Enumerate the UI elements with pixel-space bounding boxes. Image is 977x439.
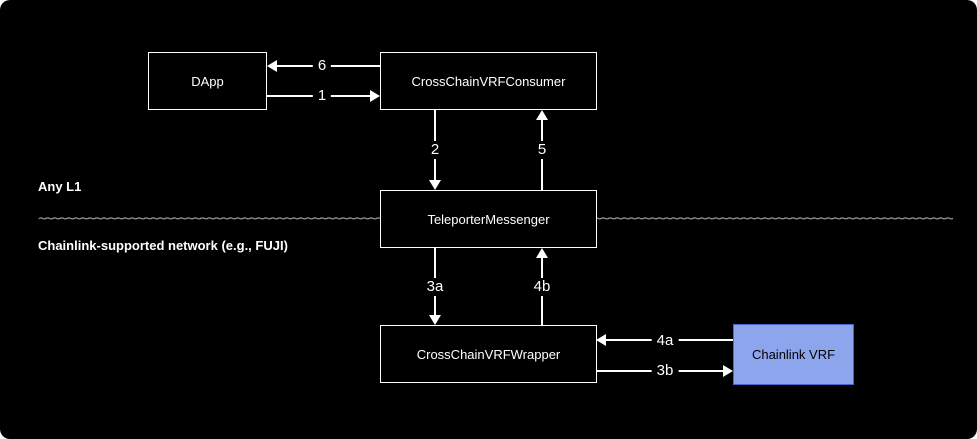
- node-teleportermessenger: TeleporterMessenger: [380, 190, 597, 248]
- node-dapp: DApp: [148, 52, 267, 110]
- edge-2-label: 2: [425, 141, 445, 159]
- edge-1-arrowhead-right-icon: [370, 90, 380, 102]
- edge-4b-arrowhead-up-icon: [536, 248, 548, 258]
- edge-3b-arrowhead-right-icon: [723, 365, 733, 377]
- region-label-any-l1: Any L1: [38, 179, 82, 194]
- node-crosschainvrfwrapper-label: CrossChainVRFWrapper: [416, 346, 561, 362]
- edge-5-arrowhead-up-icon: [536, 110, 548, 120]
- node-crosschainvrfconsumer: CrossChainVRFConsumer: [380, 52, 597, 110]
- edge-4b-label: 4b: [528, 278, 556, 296]
- edge-3a-arrowhead-down-icon: [429, 315, 441, 325]
- node-chainlink-vrf: Chainlink VRF: [733, 324, 854, 385]
- node-crosschainvrfwrapper: CrossChainVRFWrapper: [380, 325, 597, 383]
- edge-4a-label: 4a: [651, 332, 679, 350]
- node-teleportermessenger-label: TeleporterMessenger: [427, 211, 550, 227]
- edge-4a-arrowhead-left-icon: [596, 334, 606, 346]
- edge-1-label: 1: [312, 87, 332, 105]
- node-chainlink-vrf-label: Chainlink VRF: [751, 347, 836, 362]
- edge-5-label: 5: [532, 141, 552, 159]
- edge-2-arrowhead-down-icon: [429, 180, 441, 190]
- edge-3a-label: 3a: [421, 278, 449, 296]
- edge-6-arrowhead-left-icon: [267, 60, 277, 72]
- node-dapp-label: DApp: [191, 73, 224, 89]
- edge-3b-label: 3b: [651, 362, 679, 380]
- edge-6-label: 6: [312, 57, 332, 75]
- node-crosschainvrfconsumer-label: CrossChainVRFConsumer: [411, 73, 566, 89]
- region-label-chainlink-network: Chainlink-supported network (e.g., FUJI): [38, 238, 288, 253]
